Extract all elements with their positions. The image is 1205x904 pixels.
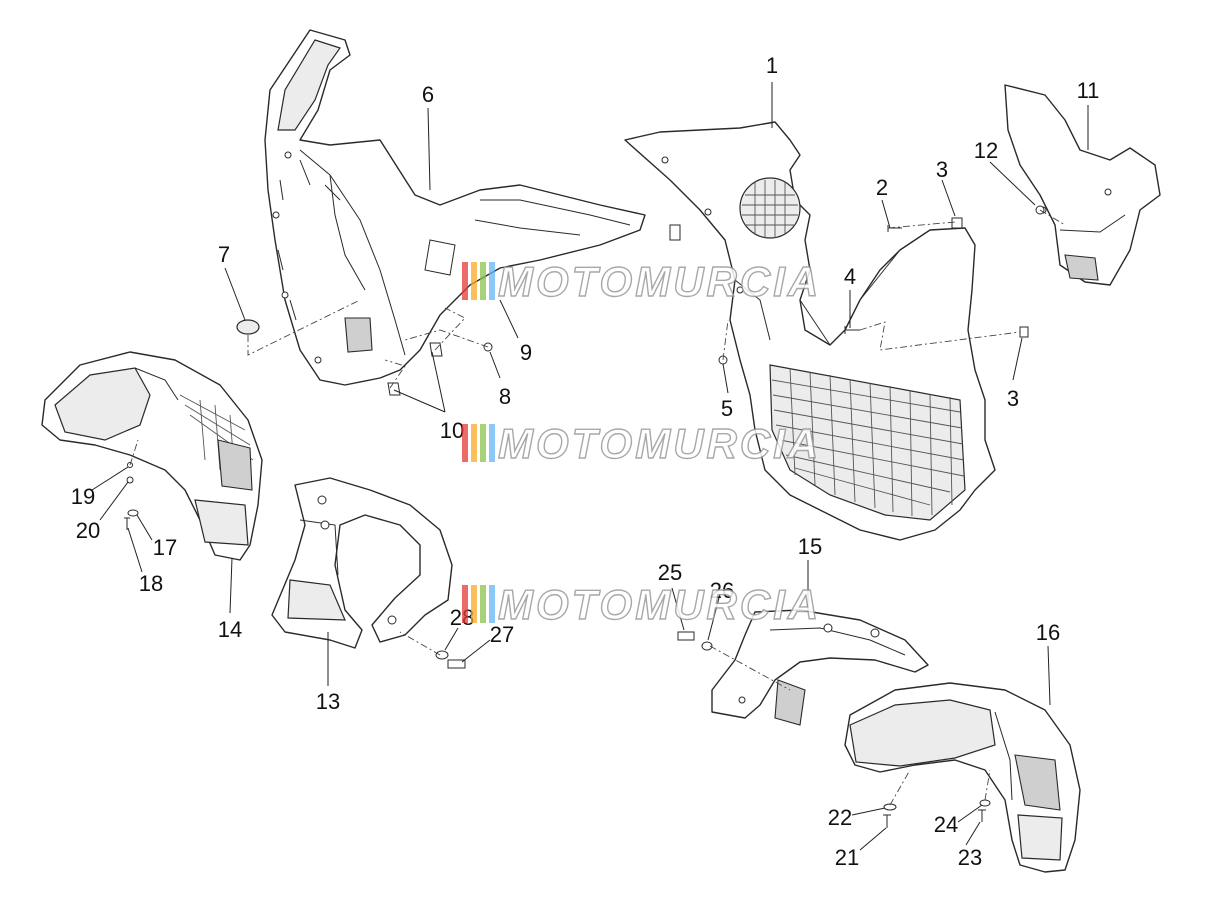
callout-4: 4 xyxy=(844,264,856,289)
callout-5: 5 xyxy=(721,396,733,421)
callout-3-right: 3 xyxy=(1007,386,1019,411)
wm-stripe-2 xyxy=(471,585,477,623)
callout-2: 2 xyxy=(876,175,888,200)
wm-stripe-3 xyxy=(480,424,486,462)
wm-stripe-2 xyxy=(471,424,477,462)
callout-16: 16 xyxy=(1036,620,1060,645)
watermark-1: MOTOMURCIA xyxy=(462,257,821,306)
callout-10: 10 xyxy=(440,418,464,443)
watermark-text: MOTOMURCIA xyxy=(498,420,821,467)
wm-stripe-1 xyxy=(462,262,468,300)
watermark-text: MOTOMURCIA xyxy=(498,258,821,305)
callout-14: 14 xyxy=(218,617,242,642)
wm-stripe-4 xyxy=(489,585,495,623)
callout-18: 18 xyxy=(139,571,163,596)
leader-lines xyxy=(91,82,1089,851)
callout-25: 25 xyxy=(658,560,682,585)
wm-stripe-1 xyxy=(462,424,468,462)
callout-20: 20 xyxy=(76,518,100,543)
callout-23: 23 xyxy=(958,845,982,870)
callout-26: 26 xyxy=(710,578,734,603)
part-14-left-fender xyxy=(41,351,263,561)
callout-11: 11 xyxy=(1077,78,1100,103)
callout-7: 7 xyxy=(218,242,230,267)
wm-stripe-4 xyxy=(489,262,495,300)
callout-13: 13 xyxy=(316,689,340,714)
callout-22: 22 xyxy=(828,805,852,830)
grille-mesh xyxy=(771,367,965,517)
callout-8: 8 xyxy=(499,384,511,409)
watermark-3: MOTOMURCIA xyxy=(462,580,821,629)
part-15-right-frame xyxy=(711,609,929,726)
assembly-lines xyxy=(129,209,1066,806)
part-11-bracket xyxy=(1004,84,1161,286)
wm-stripe-1 xyxy=(462,585,468,623)
wm-stripe-3 xyxy=(480,585,486,623)
callout-1: 1 xyxy=(766,53,778,78)
callout-17: 17 xyxy=(153,535,177,560)
part-16-right-fender xyxy=(844,682,1081,873)
callout-21: 21 xyxy=(835,845,859,870)
callout-19: 19 xyxy=(71,484,95,509)
part-6-inner-shield xyxy=(264,29,646,386)
wm-stripe-2 xyxy=(471,262,477,300)
callout-15: 15 xyxy=(798,534,822,559)
wm-stripe-3 xyxy=(480,262,486,300)
part-1-front-panel xyxy=(624,121,996,541)
part-13-left-frame xyxy=(271,477,453,649)
callout-27: 27 xyxy=(490,622,514,647)
callout-12: 12 xyxy=(974,138,998,163)
callout-9: 9 xyxy=(520,340,532,365)
callout-6: 6 xyxy=(422,82,434,107)
wm-stripe-4 xyxy=(489,424,495,462)
watermark-text: MOTOMURCIA xyxy=(498,581,821,628)
callout-3-top: 3 xyxy=(936,157,948,182)
fasteners xyxy=(124,205,1045,828)
callout-24: 24 xyxy=(934,812,958,837)
speaker-mesh xyxy=(742,180,798,238)
watermark-2: MOTOMURCIA xyxy=(462,419,821,468)
